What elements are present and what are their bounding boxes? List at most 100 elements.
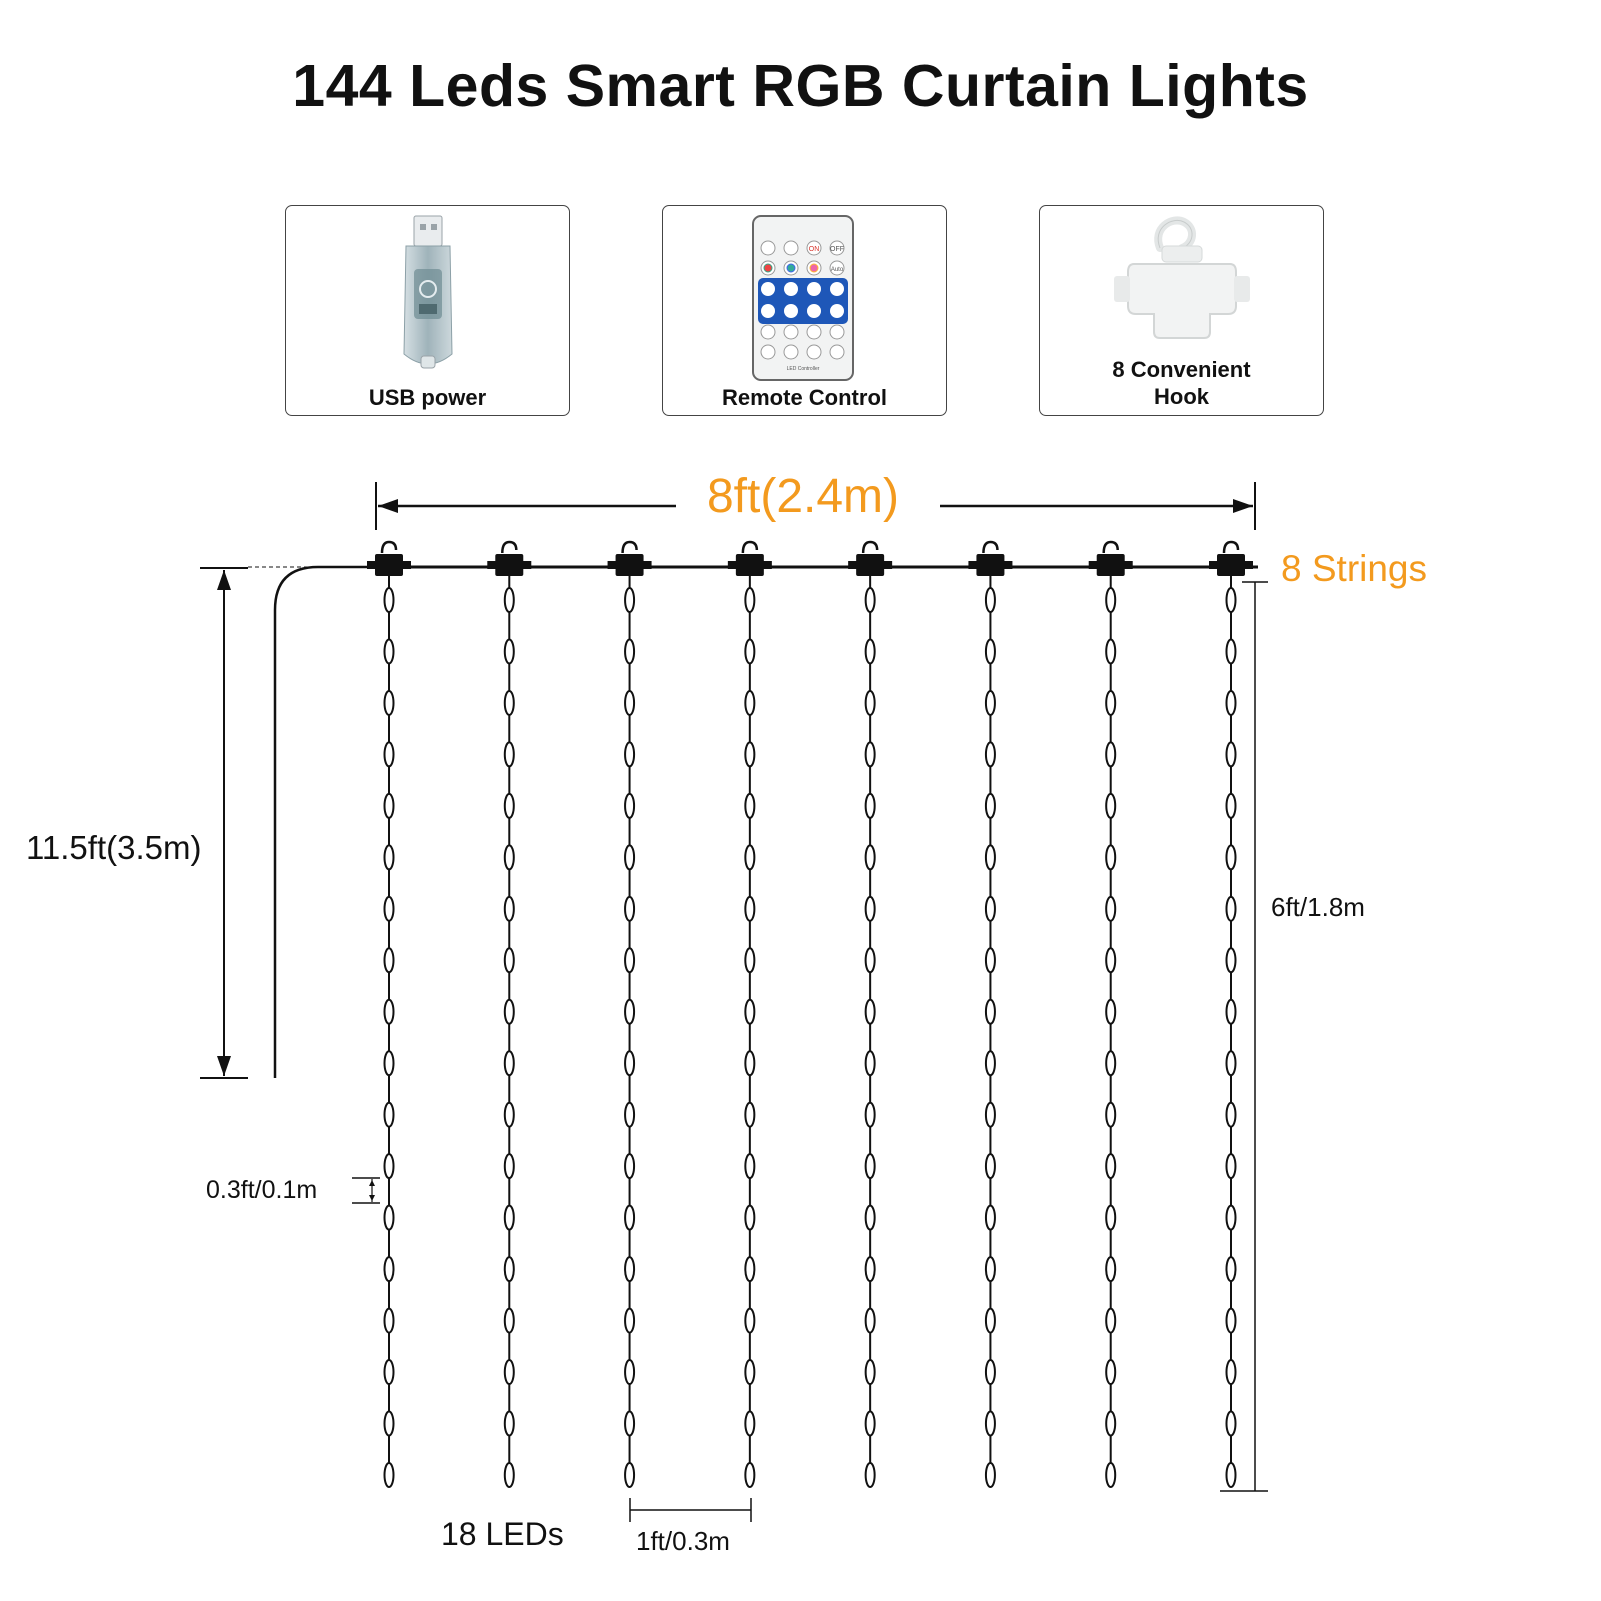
led-string [367,540,411,1488]
power-cable [273,565,376,1078]
cable-dim-arrow-bottom [217,1056,231,1076]
led-bulb [624,1307,636,1334]
led-bulb [1105,638,1117,665]
led-bulb [984,895,996,922]
led-string [607,540,652,1488]
led-bulb [383,741,395,768]
led-bulb [1105,998,1117,1025]
remote-auto-label: Auto [831,267,844,273]
led-bulb [624,792,636,819]
led-bulb [503,1256,515,1283]
led-bulb [1105,741,1117,768]
led-bulb [744,1256,756,1283]
string-connector-arm [1209,561,1253,569]
led-bulb [1105,1410,1117,1437]
led-bulb [864,638,876,665]
string-hook [982,540,999,554]
led-bulb [503,587,515,613]
led-bulb [383,1307,395,1334]
led-bulb [984,998,996,1025]
led-bulb [1105,792,1117,819]
led-bulb [503,1204,515,1231]
led-bulb [1225,792,1237,819]
led-bulb [1225,1410,1237,1437]
led-bulb [1105,587,1117,613]
led-bulb [1225,1050,1237,1077]
led-bulb [624,1101,636,1128]
led-bulb [984,792,996,819]
led-bulb [984,1101,996,1128]
led-bulb [1105,1359,1117,1386]
width-dim-arrow-right [1233,499,1253,513]
led-bulb [864,792,876,819]
cable-length-label: 11.5ft(3.5m) [26,829,201,866]
string-connector-arm [1088,561,1133,569]
led-bulb [503,741,515,768]
led-bulb [1105,895,1117,922]
led-bulb [744,587,756,613]
led-bulb [383,895,395,922]
string-connector-arm [848,561,893,569]
led-bulb [744,1410,756,1437]
led-bulb [383,1359,395,1386]
cable-dim-arrow-top [217,570,231,590]
led-bulb [864,1204,876,1231]
string-connector-arm [487,561,532,569]
led-bulb [984,689,996,716]
string-connector-arm [367,561,411,569]
card-hook: 8 Convenient Hook [1039,205,1324,416]
led-bulb [503,638,515,665]
hook-icon [1114,216,1250,339]
led-dim-arrow-top [369,1180,375,1186]
card-label-hook: 8 Convenient Hook [1112,357,1251,409]
led-bulb [383,1050,395,1077]
string-hook [861,540,879,554]
card-usb-power: USB power [285,205,570,416]
led-string [848,540,893,1488]
led-bulb [624,638,636,665]
string-connector-arm [607,561,652,569]
led-bulb [383,587,395,613]
led-bulb [744,792,756,819]
led-bulb [1225,689,1237,716]
led-bulb [744,1101,756,1128]
led-bulb [1225,947,1237,974]
led-bulb [744,1307,756,1334]
led-bulb [1105,844,1117,871]
led-string [968,540,1013,1488]
led-bulb [984,1307,996,1334]
string-hook [380,540,398,554]
led-bulb [624,998,636,1025]
led-bulb [744,689,756,716]
led-bulb [984,1050,996,1077]
led-bulb [864,844,876,871]
led-strings [367,540,1253,1488]
led-bulb [1225,998,1237,1025]
led-bulb [864,1050,876,1077]
led-bulb [503,1359,515,1386]
led-bulb [864,1153,876,1180]
led-bulb [1105,1050,1117,1077]
led-bulb [744,638,756,665]
led-bulb [503,1101,515,1128]
led-bulb [864,587,876,613]
remote-on-label: ON [809,246,820,253]
led-bulb [1225,587,1237,613]
led-bulb [744,1153,756,1180]
leds-count-label: 18 LEDs [441,1516,564,1552]
led-bulb [744,998,756,1025]
led-bulb [1225,895,1237,922]
led-bulb [383,689,395,716]
width-label: 8ft(2.4m) [707,470,899,523]
led-bulb [503,792,515,819]
led-bulb [1225,638,1237,665]
led-bulb [1105,689,1117,716]
led-bulb [383,844,395,871]
led-bulb [864,741,876,768]
led-bulb [744,1462,756,1488]
led-bulb [864,1410,876,1437]
led-string [1209,540,1253,1488]
led-bulb [503,1307,515,1334]
led-dim-arrow-bottom [369,1195,375,1201]
